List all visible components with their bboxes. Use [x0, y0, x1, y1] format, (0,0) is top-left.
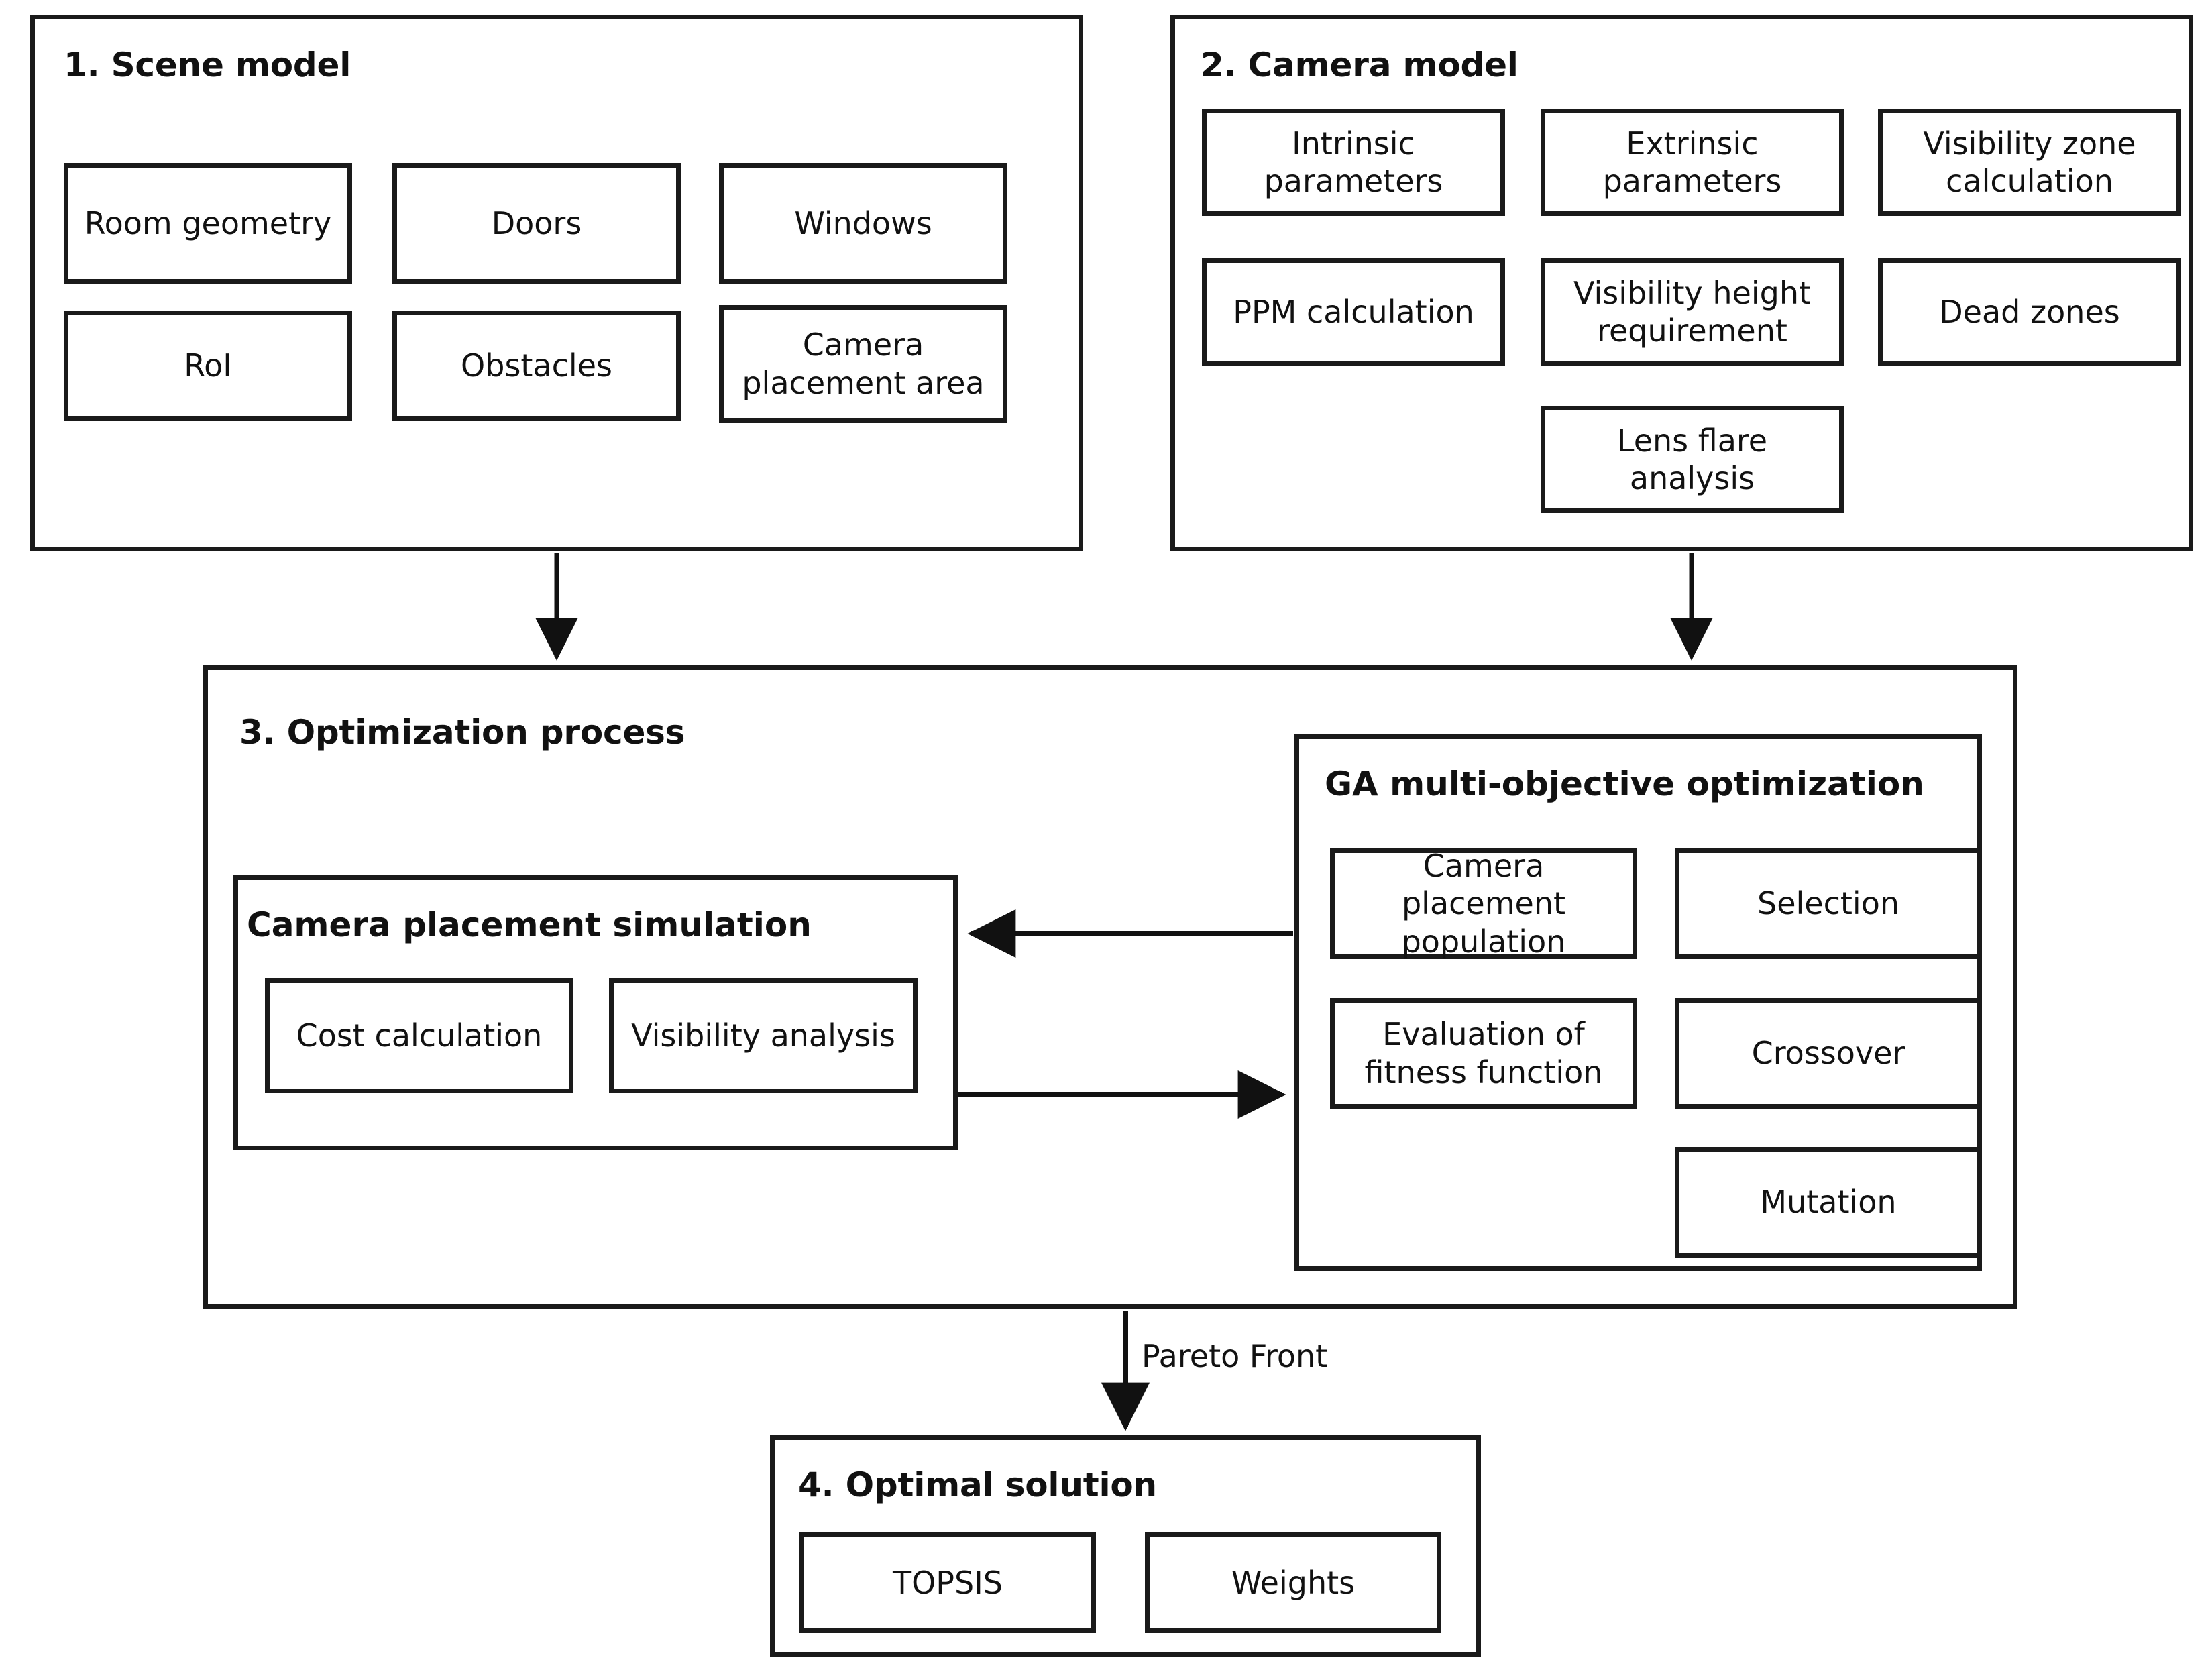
- edge-label-pareto-front: Pareto Front: [1142, 1338, 1328, 1374]
- leaf-visibility-analysis: Visibility analysis: [609, 978, 918, 1093]
- leaf-crossover-label: Crossover: [1751, 1035, 1905, 1072]
- leaf-crossover: Crossover: [1675, 998, 1982, 1109]
- leaf-cost-calculation-label: Cost calculation: [296, 1017, 543, 1054]
- stage-scene-model-title: 1. Scene model: [64, 46, 351, 85]
- leaf-camera-placement-area: Camera placement area: [719, 305, 1007, 423]
- leaf-mutation: Mutation: [1675, 1147, 1982, 1258]
- leaf-selection-label: Selection: [1757, 885, 1899, 922]
- leaf-ppm-calculation: PPM calculation: [1202, 258, 1505, 366]
- leaf-roi: RoI: [64, 311, 352, 421]
- leaf-extrinsic-parameters: Extrinsic parameters: [1541, 109, 1844, 216]
- leaf-camera-placement-population-label: Camera placement population: [1401, 848, 1566, 960]
- leaf-evaluation-of-fitness-function-label: Evaluation of fitness function: [1364, 1016, 1603, 1091]
- group-ga-multi-objective-optimization-title: GA multi-objective optimization: [1325, 765, 1924, 803]
- leaf-obstacles-label: Obstacles: [461, 347, 612, 384]
- leaf-visibility-height-requirement: Visibility height requirement: [1541, 258, 1844, 366]
- leaf-topsis-label: TOPSIS: [892, 1564, 1003, 1601]
- leaf-topsis: TOPSIS: [799, 1532, 1096, 1633]
- leaf-doors-label: Doors: [491, 205, 582, 241]
- leaf-windows-label: Windows: [794, 205, 932, 241]
- leaf-room-geometry-label: Room geometry: [84, 205, 332, 241]
- leaf-visibility-zone-calculation-label: Visibility zone calculation: [1923, 125, 2136, 199]
- leaf-obstacles: Obstacles: [392, 311, 681, 421]
- leaf-cost-calculation: Cost calculation: [265, 978, 573, 1093]
- stage-camera-model-title: 2. Camera model: [1201, 46, 1518, 85]
- stage-optimization-process-title: 3. Optimization process: [239, 713, 685, 752]
- stage-optimal-solution-title: 4. Optimal solution: [798, 1465, 1157, 1504]
- group-camera-placement-simulation-title: Camera placement simulation: [247, 905, 812, 944]
- leaf-weights: Weights: [1145, 1532, 1441, 1633]
- leaf-camera-placement-population: Camera placement population: [1330, 848, 1637, 960]
- leaf-roi-label: RoI: [184, 347, 232, 384]
- leaf-selection: Selection: [1675, 848, 1982, 959]
- leaf-extrinsic-parameters-label: Extrinsic parameters: [1602, 125, 1782, 199]
- leaf-visibility-analysis-label: Visibility analysis: [631, 1017, 895, 1054]
- leaf-evaluation-of-fitness-function: Evaluation of fitness function: [1330, 998, 1637, 1109]
- leaf-dead-zones-label: Dead zones: [1939, 293, 2120, 330]
- leaf-visibility-zone-calculation: Visibility zone calculation: [1878, 109, 2181, 216]
- leaf-intrinsic-parameters: Intrinsic parameters: [1202, 109, 1505, 216]
- leaf-mutation-label: Mutation: [1760, 1184, 1897, 1221]
- leaf-doors: Doors: [392, 163, 681, 284]
- leaf-dead-zones: Dead zones: [1878, 258, 2181, 366]
- leaf-room-geometry: Room geometry: [64, 163, 352, 284]
- leaf-camera-placement-area-label: Camera placement area: [742, 327, 985, 401]
- leaf-windows: Windows: [719, 163, 1007, 284]
- leaf-weights-label: Weights: [1231, 1564, 1356, 1601]
- leaf-lens-flare-analysis-label: Lens flare analysis: [1616, 422, 1768, 496]
- leaf-visibility-height-requirement-label: Visibility height requirement: [1573, 274, 1812, 349]
- leaf-ppm-calculation-label: PPM calculation: [1233, 293, 1474, 330]
- leaf-intrinsic-parameters-label: Intrinsic parameters: [1264, 125, 1443, 199]
- leaf-lens-flare-analysis: Lens flare analysis: [1541, 406, 1844, 513]
